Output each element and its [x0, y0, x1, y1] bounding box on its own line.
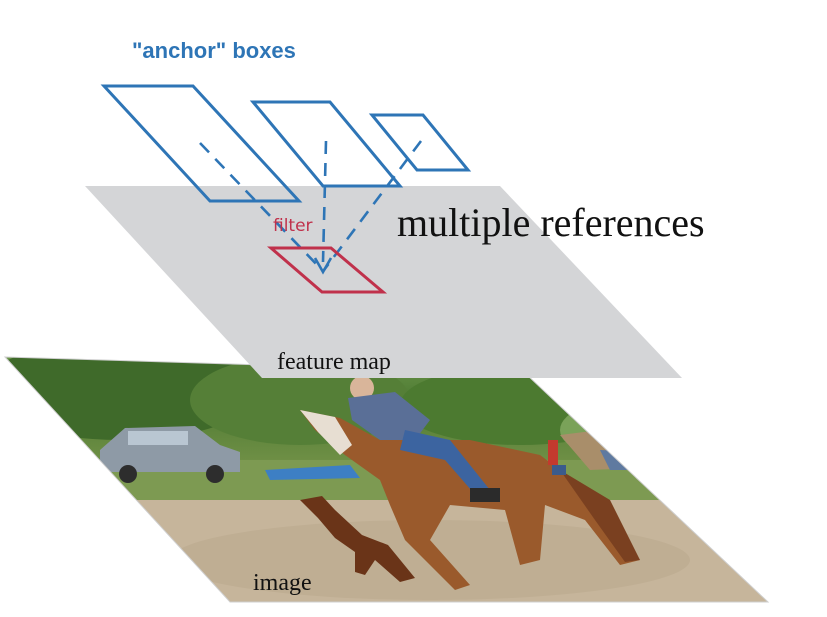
image-plane: [3, 356, 770, 603]
image-label: image: [253, 570, 312, 596]
dashed-line-small: [322, 140, 423, 271]
feature-map-label: feature map: [277, 349, 391, 375]
filter-box: [266, 246, 388, 294]
photo: [5, 357, 768, 602]
dashed-line-medium: [321, 140, 328, 263]
filter-label: filter: [273, 216, 313, 236]
anchor-boxes: [100, 84, 472, 203]
anchor-box-medium: [249, 100, 404, 188]
projection-lines: [199, 140, 423, 271]
anchor-box-small: [368, 113, 472, 172]
anchor-boxes-label: "anchor" boxes: [132, 38, 296, 63]
dashed-line-large: [199, 142, 323, 271]
multiple-references-label: multiple references: [397, 200, 705, 245]
car-shape: [100, 426, 240, 483]
arrowhead: [313, 257, 333, 275]
anchor-box-large: [100, 84, 303, 203]
feature-map-plane: [85, 186, 682, 378]
rider-shape: [348, 376, 500, 502]
dog-shape: [300, 496, 415, 582]
